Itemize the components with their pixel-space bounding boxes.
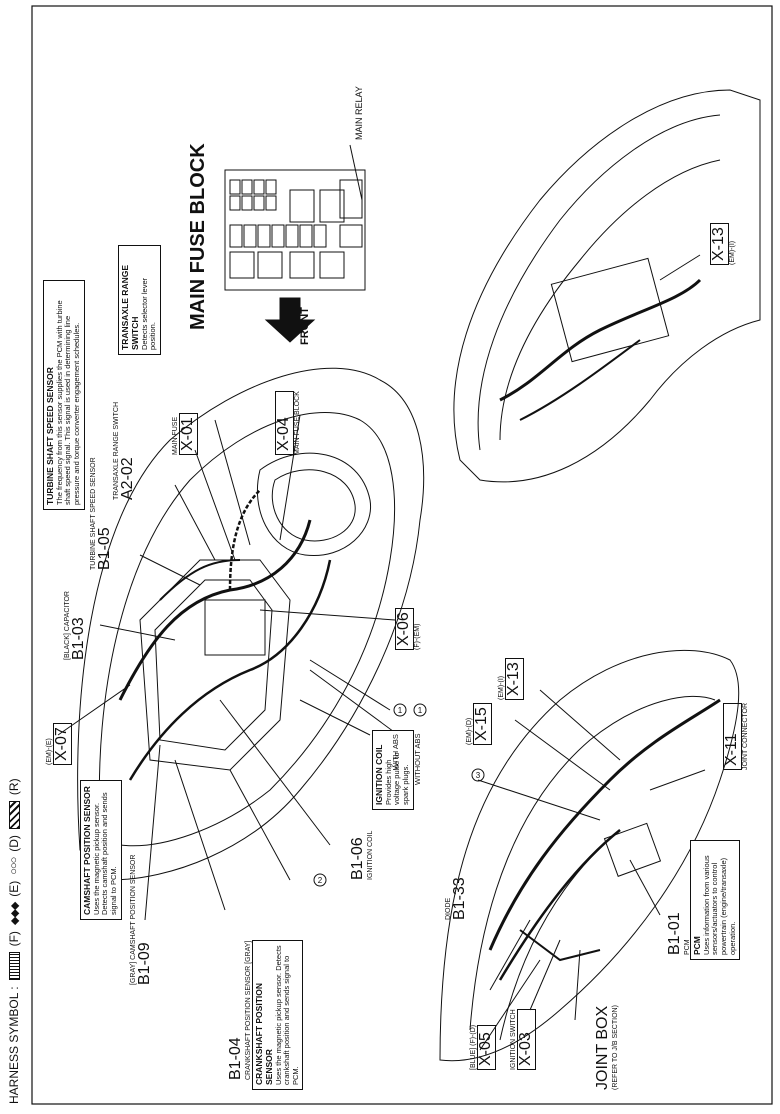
connector-x04: X-04 MAIN FUSE BLOCK [275, 391, 301, 455]
page-border [31, 5, 773, 1105]
main-relay-label: MAIN RELAY [354, 86, 364, 140]
connector-b1-01: B1-01 PCM [666, 912, 691, 955]
callout-1b-text: 1 [418, 706, 423, 715]
callout-1a-text: 1 [398, 706, 403, 715]
callout-2 [313, 873, 327, 887]
connector-b1-05: TURBINE SHAFT SPEED SENSOR B1-05 [90, 457, 114, 570]
transaxle-switch-box: TRANSAXLE RANGE SWITCH Detects selector … [118, 245, 161, 355]
joint-box-label: JOINT BOX (REFER TO J/B SECTION) [594, 1005, 619, 1090]
steering-column-area [550, 257, 670, 363]
connector-b1-06: B1-06 IGNITION COIL [349, 830, 374, 880]
crankshaft-sensor-title: CRANKSHAFT POSITION SENSOR [254, 983, 274, 1085]
engine-harness [118, 519, 312, 701]
front-arrow [264, 297, 316, 343]
callout-3 [471, 768, 485, 782]
connector-b1-33: DIODE B1-33 [445, 877, 469, 920]
callout-2-text: 2 [318, 876, 323, 885]
right-dash-harness [499, 278, 702, 402]
front-label: FRONT [299, 307, 311, 345]
connector-x11: X-11 JOINT CONNECTOR [723, 702, 749, 770]
connector-a2-02: TRANSAXLE RANGE SWITCH A2-02 [113, 401, 137, 500]
connector-x13-right: X-13 (EM)-(I) [710, 223, 736, 265]
transaxle-switch-title: TRANSAXLE RANGE SWITCH [120, 264, 140, 350]
turbine-sensor-box: TURBINE SHAFT SPEED SENSOR The frequency… [43, 280, 85, 510]
pcm-box [603, 822, 662, 877]
connector-x13-dash: (EM)-(I) X-13 [498, 658, 525, 700]
battery-box [204, 599, 266, 656]
callout-1b [413, 703, 427, 717]
without-abs-label: WITHOUT ABS [413, 733, 422, 785]
with-abs-label: WITH ABS [391, 734, 400, 770]
wheel-well [256, 452, 372, 557]
engine-block [139, 559, 291, 771]
instrument-panel-outline [439, 649, 740, 1062]
main-fuse-block [224, 169, 366, 291]
crankshaft-sensor-box: CRANKSHAFT POSITION SENSOR Uses the magn… [252, 940, 304, 1090]
callout-3-text: 3 [476, 771, 481, 780]
connector-x07: (EM)-(E) X-07 [46, 723, 73, 765]
engine-bay-inner [98, 412, 396, 847]
crankshaft-sensor-text: Uses the magnetic pickup sensor. Detects… [273, 945, 300, 1085]
transaxle-switch-text: Detects selector lever position. [139, 277, 158, 350]
right-dashboard-outline [453, 89, 761, 483]
camshaft-sensor-box: CAMSHAFT POSITION SENSOR Uses the magnet… [80, 780, 122, 920]
connector-x06: X-06 (F)-(EM) [395, 608, 421, 650]
connector-b1-04: B1-04 CRANKSHAFT POSITION SENSOR [GRAY] [227, 940, 252, 1080]
connector-x03: IGNITION SWITCH X-03 [510, 1009, 537, 1070]
engine-bay-outline [77, 367, 425, 881]
connector-x05: [BLUE] (F)-(D) X-05 [470, 1024, 497, 1070]
connector-b1-03: [BLACK] CAPACITOR B1-03 [64, 591, 88, 660]
main-relay-leader [349, 144, 363, 201]
connector-b1-09: [GRAY] CAMSHAFT POSITION SENSOR B1-09 [130, 854, 154, 985]
leader-x07 [57, 684, 131, 736]
dash-harness [488, 698, 721, 951]
fuse-grid [229, 179, 363, 279]
pcm-box-desc: PCM Uses information from various sensor… [690, 840, 741, 960]
connector-x01: MAIN FUSE X-01 [172, 413, 199, 455]
callout-1a [393, 703, 407, 717]
pcm-text: Uses information from various sensors/ac… [701, 855, 737, 955]
camshaft-sensor-text: Uses the magnetic pickup sensor. Detects… [91, 792, 119, 915]
turbine-sensor-text: The frequency from this sensor supplies … [54, 300, 82, 505]
connector-x15: (EM)-(D) X-15 [466, 703, 493, 745]
main-fuse-block-title: MAIN FUSE BLOCK [187, 143, 209, 330]
